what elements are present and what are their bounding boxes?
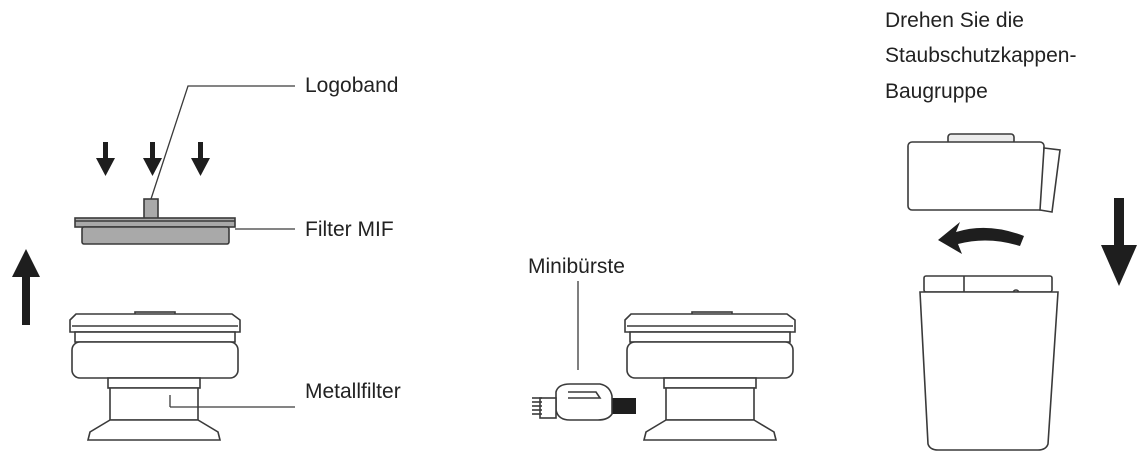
logoband-label: Logoband <box>305 74 398 97</box>
instruction-line-3: Baugruppe <box>885 80 988 103</box>
rotate-arrow-icon <box>938 222 1024 254</box>
minibuerste-icon <box>532 383 636 421</box>
brush-bristles-icon <box>532 397 542 415</box>
logoband-leader <box>150 85 295 200</box>
instruction-line-2: Staubschutzkappen- <box>885 44 1076 67</box>
down-arrow-icon <box>96 142 115 176</box>
metallfilter-assembly-2 <box>624 311 796 441</box>
up-arrow-icon <box>12 249 40 325</box>
panel-brush-cleaning: Minibürste <box>528 255 796 441</box>
dust-cap-assembly <box>907 133 1061 213</box>
filter-mif-label: Filter MIF <box>305 218 394 241</box>
dust-cap-base <box>919 275 1059 451</box>
instruction-line-1: Drehen Sie die <box>885 9 1024 32</box>
down-arrows-icon <box>96 142 210 176</box>
panel-filter-removal: Logoband Filter MIF Metallfilter <box>12 74 401 441</box>
panel-dust-cap: Drehen Sie die Staubschutzkappen- Baugru… <box>885 9 1137 451</box>
down-arrow-icon <box>191 142 210 176</box>
big-down-arrow-icon <box>1101 198 1137 286</box>
filter-mif-disc <box>74 198 236 245</box>
down-arrow-icon <box>143 142 162 176</box>
minibuerste-label: Minibürste <box>528 255 625 278</box>
metallfilter-assembly <box>69 311 241 441</box>
metallfilter-label: Metallfilter <box>305 380 401 403</box>
